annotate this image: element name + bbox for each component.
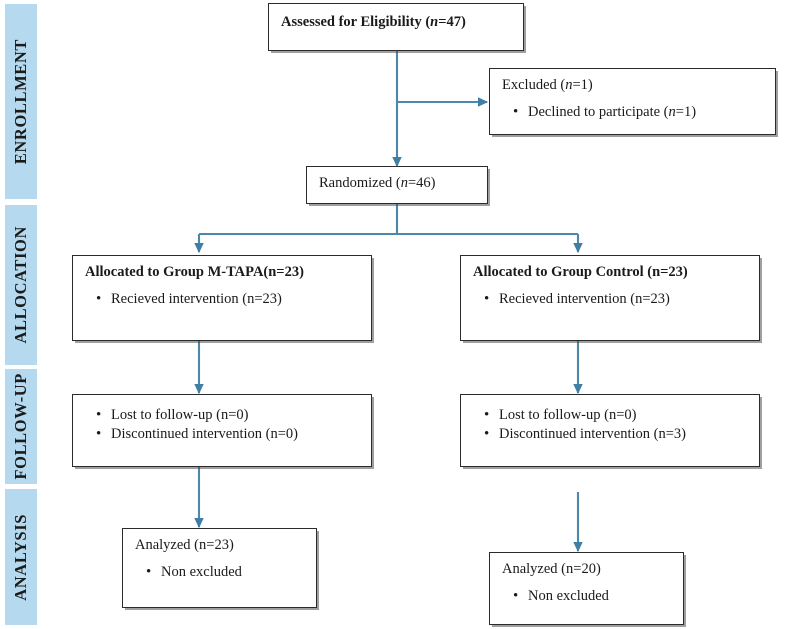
stage-label-enrollment: ENROLLMENT: [11, 38, 30, 165]
node-analyzed-intervention-bullet-list: Non excluded: [135, 563, 306, 583]
stage-label-followup: FOLLOW-UP: [11, 373, 30, 480]
node-analyzed-intervention: Analyzed (n=23) Non excluded: [122, 528, 317, 608]
list-item: Non excluded: [146, 563, 306, 583]
node-excluded-title-n: n: [565, 77, 573, 93]
node-allocated-control: Allocated to Group Control (n=23) Reciev…: [460, 255, 760, 341]
node-allocated-intervention-bullet-list: Recieved intervention (n=23): [85, 290, 361, 310]
node-assessed-title-post: =47): [438, 14, 466, 30]
node-followup-intervention-bullet-list: Lost to follow-up (n=0) Discontinued int…: [85, 405, 361, 445]
node-analyzed-control-bullet-list: Non excluded: [502, 587, 673, 607]
list-item: Recieved intervention (n=23): [484, 290, 749, 310]
list-item: Lost to follow-up (n=0): [484, 405, 749, 425]
list-item: Recieved intervention (n=23): [96, 290, 361, 310]
node-excluded-title-post: =1): [572, 77, 593, 93]
list-item: Lost to follow-up (n=0): [96, 405, 361, 425]
node-assessed-for-eligibility: Assessed for Eligibility (n=47): [268, 3, 524, 51]
node-excluded-title: Excluded (n=1): [502, 76, 765, 94]
node-excluded-title-pre: Excluded (: [502, 77, 566, 93]
node-randomized: Randomized (n=46): [306, 166, 488, 204]
stage-bar-analysis: ANALYSIS: [5, 489, 37, 625]
node-analyzed-control: Analyzed (n=20) Non excluded: [489, 552, 684, 625]
node-excluded-bullet-post: =1): [675, 104, 697, 121]
node-excluded-bullet-list: Declined to participate (n=1): [502, 103, 765, 123]
node-randomized-title-n: n: [400, 175, 408, 191]
stage-bar-followup: FOLLOW-UP: [5, 369, 37, 484]
list-item: Discontinued intervention (n=0): [96, 425, 361, 445]
node-assessed-title: Assessed for Eligibility (n=47): [281, 13, 513, 31]
node-randomized-title-post: =46): [408, 175, 436, 191]
node-allocated-intervention-title: Allocated to Group M-TAPA(n=23): [85, 264, 304, 280]
stage-bar-allocation: ALLOCATION: [5, 205, 37, 365]
node-followup-control-bullet-list: Lost to follow-up (n=0) Discontinued int…: [473, 405, 749, 445]
node-allocated-control-title: Allocated to Group Control (n=23): [473, 264, 688, 280]
stage-label-analysis: ANALYSIS: [11, 513, 30, 601]
list-item: Discontinued intervention (n=3): [484, 425, 749, 445]
node-followup-intervention: Lost to follow-up (n=0) Discontinued int…: [72, 394, 372, 467]
list-item: Non excluded: [513, 587, 673, 607]
node-followup-control: Lost to follow-up (n=0) Discontinued int…: [460, 394, 760, 467]
node-assessed-title-n: n: [430, 14, 439, 30]
node-excluded-bullet-n: n: [668, 104, 676, 121]
list-item: Declined to participate (n=1): [513, 103, 765, 123]
node-randomized-title-pre: Randomized (: [319, 175, 401, 191]
node-randomized-title: Randomized (n=46): [319, 174, 477, 192]
node-allocated-control-bullet-list: Recieved intervention (n=23): [473, 290, 749, 310]
node-assessed-title-pre: Assessed for Eligibility (: [281, 14, 431, 30]
node-analyzed-control-title: Analyzed (n=20): [502, 561, 601, 577]
stage-bar-enrollment: ENROLLMENT: [5, 4, 37, 199]
stage-label-allocation: ALLOCATION: [11, 226, 30, 344]
node-excluded: Excluded (n=1) Declined to participate (…: [489, 68, 776, 135]
node-allocated-intervention: Allocated to Group M-TAPA(n=23) Recieved…: [72, 255, 372, 341]
node-excluded-bullet-pre: Declined to participate (: [528, 104, 669, 121]
node-analyzed-intervention-title: Analyzed (n=23): [135, 537, 234, 553]
